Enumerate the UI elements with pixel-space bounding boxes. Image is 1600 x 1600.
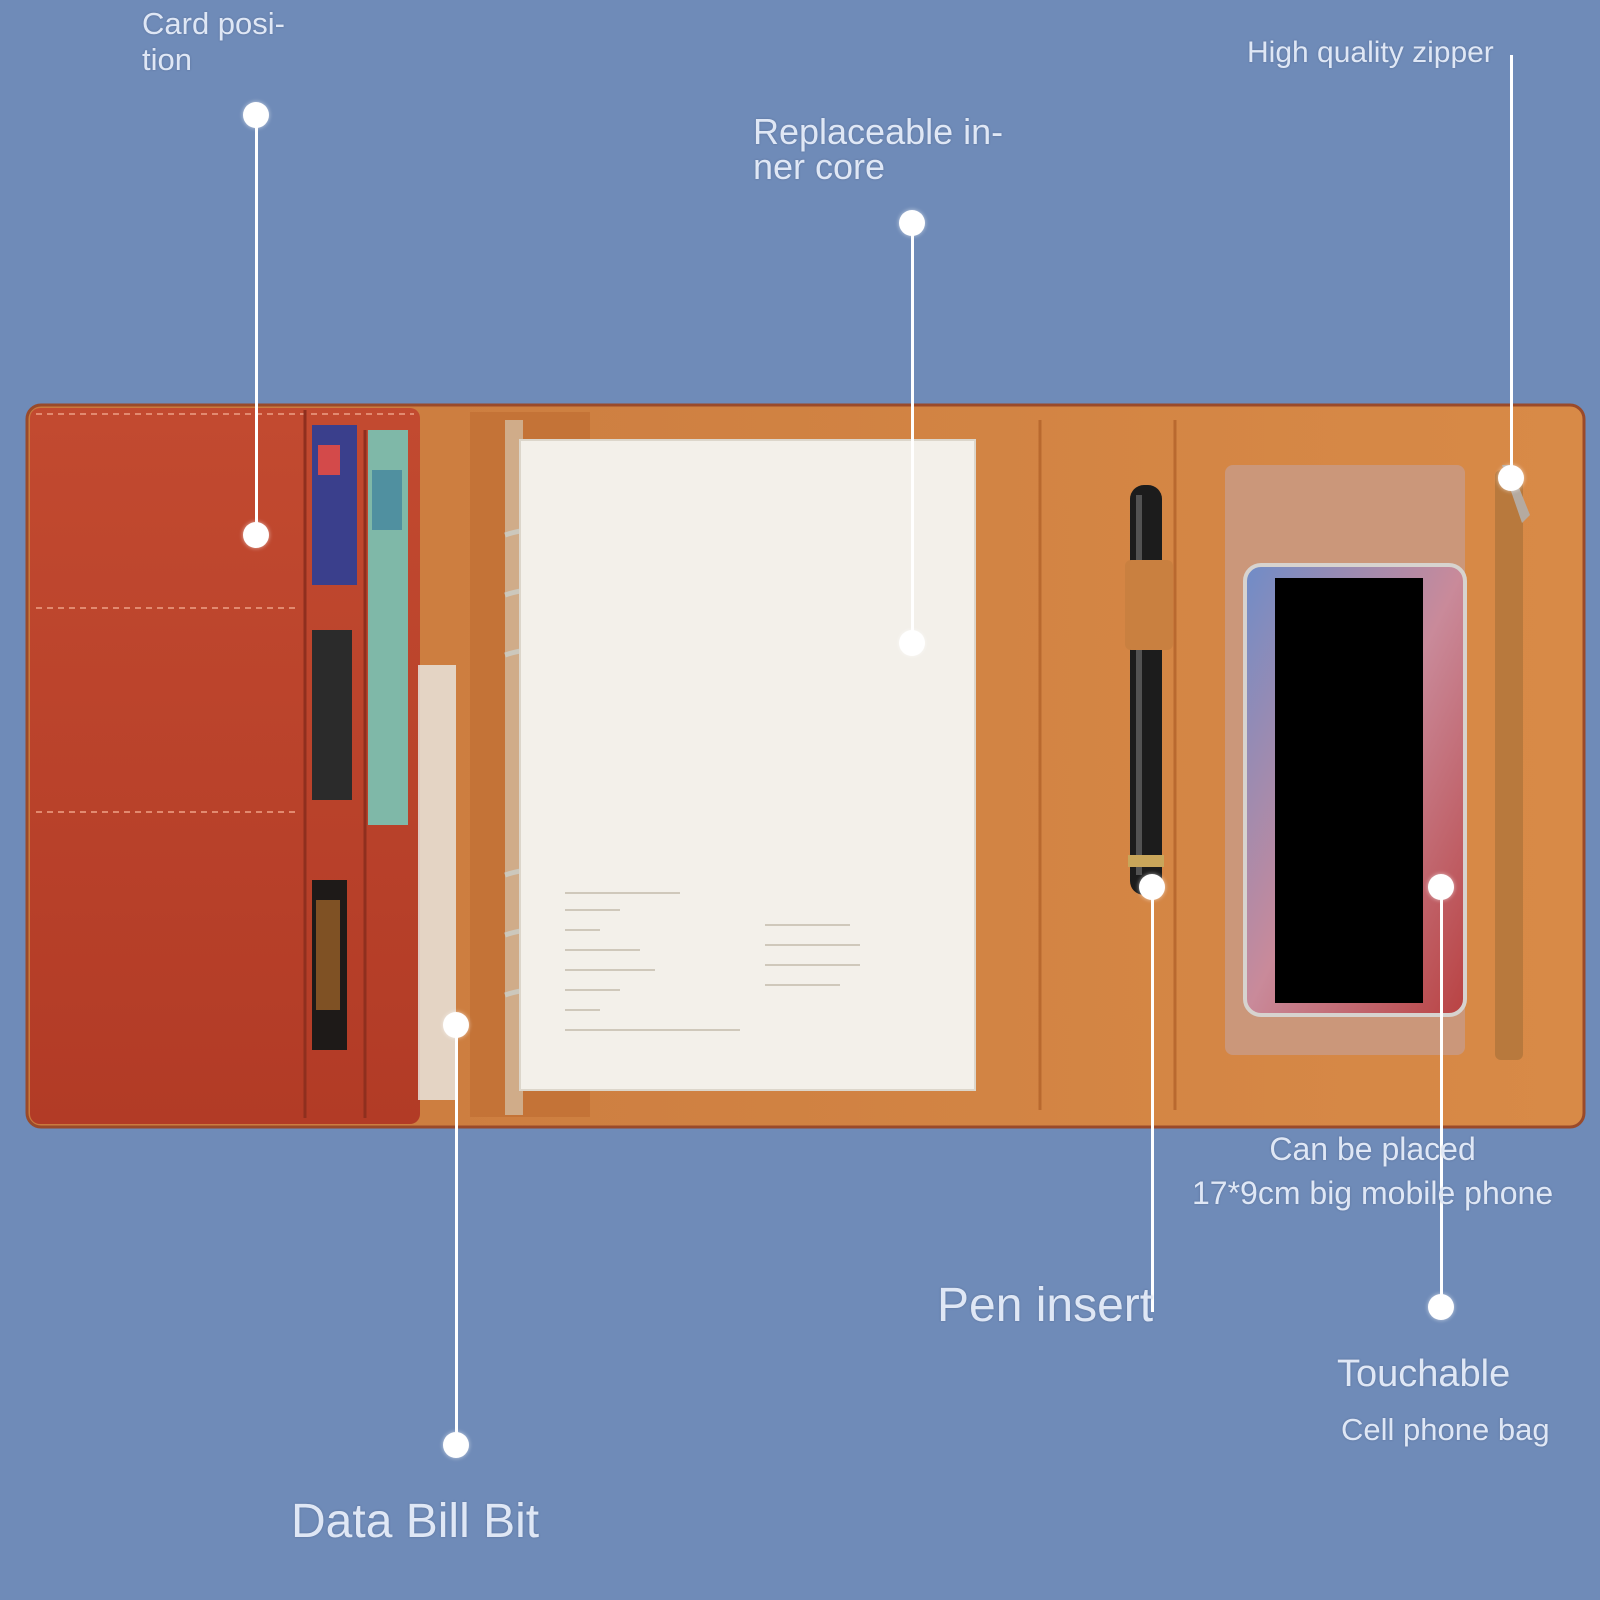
label-phone-size-line-1: Can be placed — [1269, 1131, 1476, 1167]
callout-line-core — [911, 223, 914, 643]
callout-line-phone — [1440, 887, 1443, 1307]
callout-dot-pen — [1139, 874, 1165, 900]
label-card-position: Card posi- tion — [142, 6, 285, 78]
label-cell-phone-bag: Cell phone bag — [1341, 1412, 1550, 1447]
label-data-bill-bit: Data Bill Bit — [291, 1495, 540, 1548]
callout-dot-bill-bottom — [443, 1432, 469, 1458]
phone-redacted-area — [1275, 578, 1423, 1003]
label-replaceable-core-line-1: Replaceable in- — [753, 111, 1004, 152]
callout-line-card — [255, 115, 258, 535]
callout-dot-zipper — [1498, 465, 1524, 491]
callout-line-pen — [1151, 887, 1154, 1312]
callout-dot-phone-bottom — [1428, 1294, 1454, 1320]
callout-dot-phone — [1428, 874, 1454, 900]
card-slot-card-2 — [312, 630, 352, 800]
label-card-position-line-2: tion — [142, 42, 192, 77]
label-replaceable-core-line-2: ner core — [753, 146, 886, 187]
label-phone-size: Can be placed 17*9cm big mobile phone — [1192, 1127, 1553, 1215]
notebook-paper — [519, 439, 976, 1091]
pen-loop — [1125, 560, 1173, 650]
pen — [1130, 485, 1162, 895]
callout-dot-core-top — [899, 210, 925, 236]
label-replaceable-core: Replaceable in- ner core — [753, 111, 1004, 187]
label-pen-insert: Pen insert — [937, 1279, 1154, 1332]
label-touchable: Touchable — [1337, 1353, 1511, 1395]
callout-dot-core — [899, 630, 925, 656]
label-phone-size-line-2: 17*9cm big mobile phone — [1192, 1175, 1554, 1211]
callout-line-bill — [455, 1025, 458, 1445]
callout-dot-card-top — [243, 102, 269, 128]
label-zipper: High quality zipper — [1247, 36, 1494, 69]
label-card-position-line-1: Card posi- — [142, 6, 285, 41]
zipper-track — [1495, 470, 1523, 1060]
callout-dot-bill — [443, 1012, 469, 1038]
callout-line-zipper — [1510, 55, 1513, 478]
left-cover-panel — [30, 408, 420, 1124]
callout-dot-card — [243, 522, 269, 548]
